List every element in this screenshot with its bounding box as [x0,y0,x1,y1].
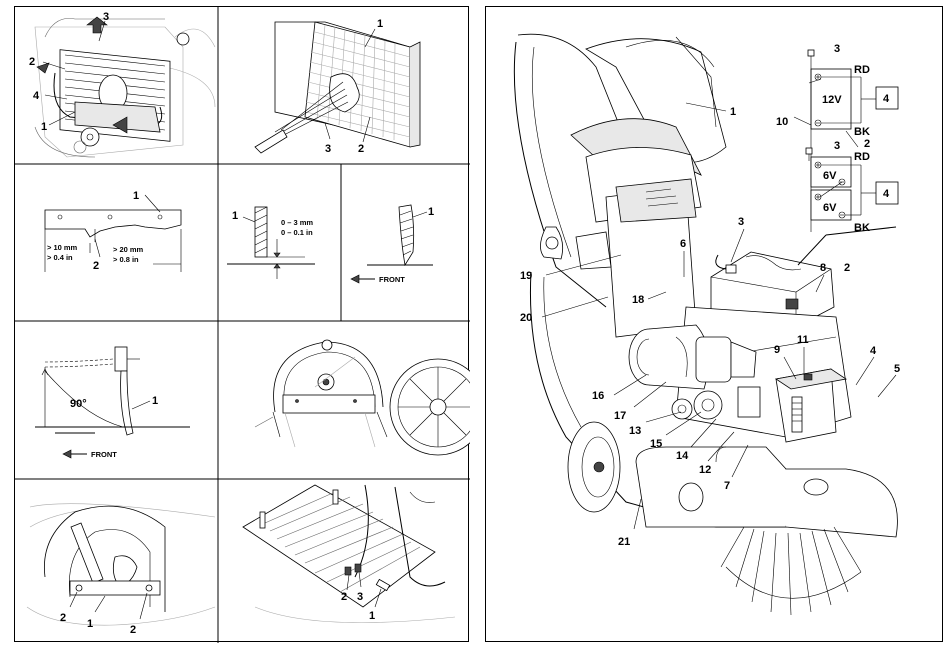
callout-6: 6 [680,238,686,250]
panel-filter-cleaning: 1 3 2 [255,18,420,155]
battery-12v: 12V [822,94,842,106]
left-manual-page: 3 2 4 1 [14,6,469,642]
battery-wiring-inset: 3 RD 12V 4 BK 2 10 3 RD 6V 6V 4 BK [776,43,898,234]
callout-14: 14 [676,450,689,462]
callout-2: 2 [130,624,136,636]
callout-4: 4 [33,90,40,102]
callout-1: 1 [152,395,158,407]
inset-rd-b: RD [854,151,870,163]
callout-1: 1 [730,106,736,118]
callout-3: 3 [357,591,363,603]
dim-right-mm: > 20 mm [113,245,144,254]
machine-overview-drawing: 3 RD 12V 4 BK 2 10 3 RD 6V 6V 4 BK 1 3 1… [486,7,944,643]
inset-box-4: 4 [883,93,890,105]
callout-2: 2 [29,56,35,68]
battery-6v-a: 6V [823,170,837,182]
callout-13: 13 [629,425,641,437]
callout-3: 3 [103,11,109,23]
inset-ref-10: 10 [776,116,788,128]
callout-8: 8 [820,262,826,274]
panel-flap-angle: 1 90° FRONT [35,347,190,459]
front-arrow-icon [63,450,71,458]
callout-1: 1 [133,190,139,202]
panel-flap-front: 1 FRONT [351,205,434,284]
panel-flap-wear: 1 2 > 10 mm > 0.4 in > 20 mm > 0.8 in [45,190,181,272]
callout-7: 7 [724,480,730,492]
dim-left-mm: > 10 mm [47,243,78,252]
front-label: FRONT [379,275,405,284]
callout-1: 1 [41,121,47,133]
panel-circuit-board: 2 3 1 [243,485,455,623]
inset-callout-3: 3 [834,43,840,55]
inset-callout-3b: 3 [834,140,840,152]
callout-12: 12 [699,464,711,476]
callout-9: 9 [774,344,780,356]
callout-21: 21 [618,536,630,548]
inset-rd: RD [854,64,870,76]
right-manual-page: 3 RD 12V 4 BK 2 10 3 RD 6V 6V 4 BK 1 3 1… [485,6,943,642]
callout-11: 11 [797,334,809,346]
callout-3: 3 [325,143,331,155]
panel-flap-clearance: 1 0 – 3 mm 0 – 0.1 in [227,207,315,279]
dim-left-in: > 0.4 in [47,253,73,262]
panel-filter-removal: 3 2 4 1 [29,11,215,157]
callout-5: 5 [894,363,900,375]
dim-clearance-mm: 0 – 3 mm [281,218,313,227]
front-label: FRONT [91,450,117,459]
callout-1: 1 [377,18,383,30]
callout-2: 2 [93,260,99,272]
inset-bk-b: BK [854,222,870,234]
callout-16: 16 [592,390,604,402]
callout-2: 2 [358,143,364,155]
callout-15: 15 [650,438,662,450]
callout-2: 2 [341,591,347,603]
callout-1: 1 [87,618,93,630]
inset-box-4b: 4 [883,188,890,200]
angle-label: 90° [70,398,87,410]
panel-side-skirt: 2 1 2 [27,504,215,636]
panel-brush-housing [255,340,470,455]
callout-2: 2 [844,262,850,274]
callout-20: 20 [520,312,532,324]
callout-2: 2 [60,612,66,624]
callout-18: 18 [632,294,644,306]
callout-1: 1 [232,210,238,222]
callout-17: 17 [614,410,626,422]
front-arrow-icon [351,275,359,283]
dim-clearance-in: 0 – 0.1 in [281,228,313,237]
inset-callout-2: 2 [864,138,870,150]
left-page-drawing: 3 2 4 1 [15,7,470,643]
callout-1: 1 [369,610,375,622]
callout-1: 1 [428,206,434,218]
dim-right-in: > 0.8 in [113,255,139,264]
callout-19: 19 [520,270,532,282]
battery-6v-b: 6V [823,202,837,214]
callout-4: 4 [870,345,877,357]
inset-bk: BK [854,126,870,138]
callout-3: 3 [738,216,744,228]
